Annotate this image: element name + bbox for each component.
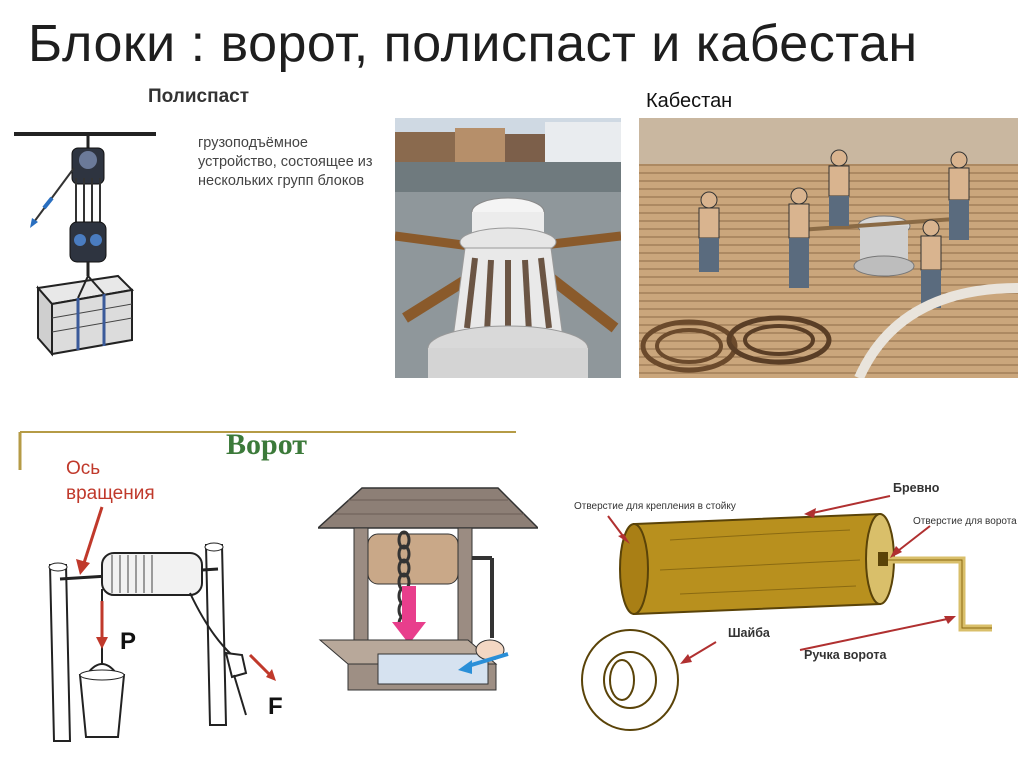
polyspast-illustration (8, 118, 168, 360)
well-illustration (318, 486, 538, 696)
axis-label-line2: вращения (66, 482, 155, 506)
vorot-heading: Ворот (226, 428, 307, 462)
label-washer: Шайба (728, 626, 770, 640)
force-p-label: P (120, 628, 136, 656)
label-handle: Ручка ворота (804, 648, 886, 662)
label-hole-mount: Отверстие для крепления в стойку (574, 501, 736, 512)
polyspast-description: грузоподъёмное устройство, состоящее из … (198, 134, 388, 191)
capstan-closeup-photo (395, 118, 621, 378)
label-hole-vorot: Отверстие для ворота (913, 516, 1017, 527)
polyspast-heading: Полиспаст (148, 86, 249, 108)
capstan-label: Кабестан (646, 90, 732, 113)
slide-title: Блоки : ворот, полиспаст и кабестан (28, 14, 918, 74)
windlass-parts-diagram (560, 490, 1020, 740)
force-f-label: F (268, 693, 283, 721)
axis-label-line1: Ось (66, 457, 100, 481)
label-log: Бревно (893, 481, 939, 495)
windlass-drawing (40, 505, 290, 745)
capstan-diorama-photo (639, 118, 1018, 378)
